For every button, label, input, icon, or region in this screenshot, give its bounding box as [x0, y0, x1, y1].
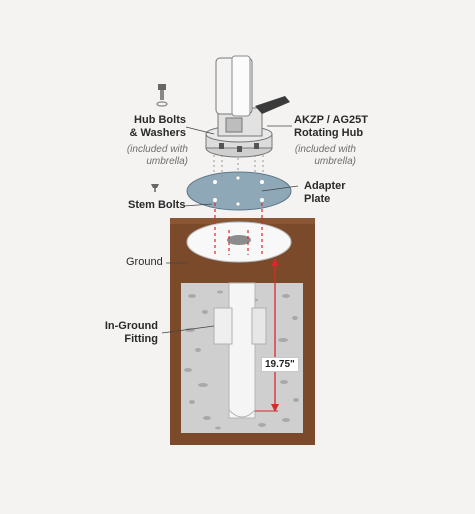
hub-label: AKZP / AG25T Rotating Hub: [294, 114, 368, 140]
depth-measurement: 19.75": [261, 357, 299, 372]
rotating-hub: [205, 55, 290, 158]
adapter-plate-label: Adapter Plate: [304, 180, 346, 206]
hub-bolts-note: (included with umbrella): [110, 144, 188, 168]
fitting-label: In-Ground Fitting: [96, 320, 158, 346]
hub-align-lines: [213, 150, 264, 180]
hub-line1: AKZP / AG25T: [294, 114, 368, 126]
ground-disc: [186, 221, 292, 263]
ground-label: Ground: [126, 256, 163, 268]
hub-note2: umbrella): [314, 156, 356, 167]
hub-note: (included with umbrella): [292, 144, 356, 168]
adapter-line2: Plate: [304, 193, 331, 205]
hub-note1: (included with: [294, 144, 356, 155]
hub-bolts-line1: Hub Bolts: [134, 114, 186, 126]
hub-bolt-icon: [156, 84, 168, 107]
ground-block: [170, 218, 315, 445]
adapter-line1: Adapter: [304, 180, 346, 192]
depth-dimension: [255, 258, 279, 412]
hub-bolts-line2: & Washers: [129, 127, 186, 139]
hub-bolts-note2: umbrella): [146, 156, 188, 167]
hub-bolts-label: Hub Bolts & Washers: [110, 114, 186, 140]
fitting-line2: Fitting: [124, 333, 158, 345]
hub-line2: Rotating Hub: [294, 127, 364, 139]
stem-bolts-label: Stem Bolts: [128, 199, 186, 211]
stem-bolt-icon: [151, 184, 159, 192]
adapter-plate: [186, 171, 292, 211]
hub-bolts-note1: (included with: [126, 144, 188, 155]
leader-lines: [161, 125, 299, 334]
alignment-lines: [214, 203, 263, 255]
fitting-line1: In-Ground: [104, 320, 158, 332]
